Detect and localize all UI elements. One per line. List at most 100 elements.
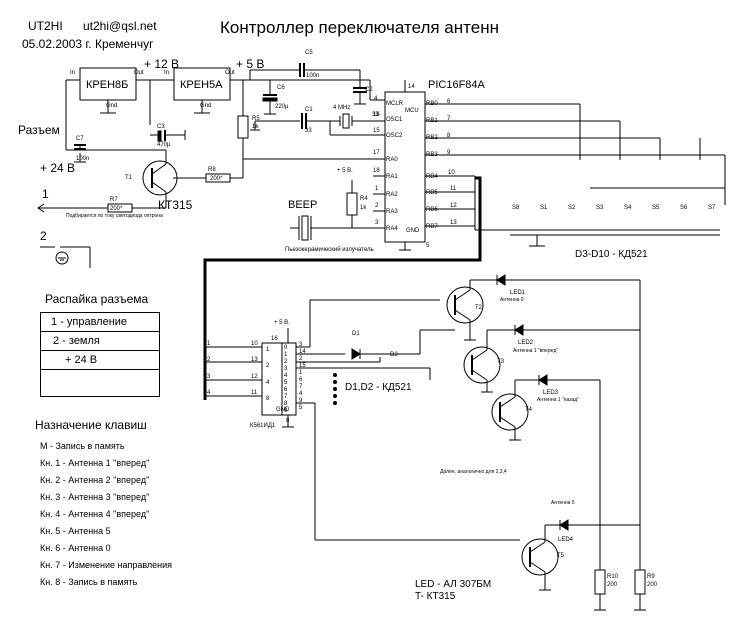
regulator-right-name: КРЕН5А <box>180 79 223 91</box>
connector-24v: + 24 В <box>40 161 76 175</box>
regulator-left-gnd: Gnd <box>106 103 118 109</box>
mcu-pin-name: RA2 <box>386 192 398 198</box>
decoder-input-bit: 2 <box>266 363 270 369</box>
c5-label: C5 <box>305 50 313 56</box>
mcu-pin-name: RA0 <box>386 157 398 163</box>
r8-value: 200* <box>210 176 223 182</box>
r8-label: R8 <box>208 167 216 173</box>
key-s4: S4 <box>624 205 632 211</box>
beep-description: Пьезокерамический излучатель <box>285 247 374 253</box>
decoder-pin8: 8 <box>286 418 290 424</box>
pinout-row-text: 1 - управление <box>51 316 128 328</box>
c5-value: 100n <box>306 73 320 79</box>
t4-label: T4 <box>525 407 533 413</box>
mcu-pin-num: 1 <box>375 186 379 192</box>
mcu-pin-name: RB7 <box>426 224 438 230</box>
r4-value: 1k <box>360 205 367 211</box>
c3-value: 470µ <box>157 142 171 148</box>
mcu-pin-num: 4 <box>374 96 378 102</box>
keymap-item: Кн. 6 - Антенна 0 <box>40 543 111 553</box>
decoder-input-line: 4 <box>207 390 211 396</box>
r7-label: R7 <box>110 197 118 203</box>
decoder-input-pin: 10 <box>251 341 258 347</box>
beep-supply: + 5 В. <box>337 168 353 174</box>
decoder-output-n: 5 <box>284 380 288 386</box>
mcu-pin-vdd: 14 <box>408 84 415 90</box>
mcu-pin-name: RB5 <box>426 190 438 196</box>
keymap-item: Кн. 5 - Антенна 5 <box>40 526 111 536</box>
decoder-output-n: 9 <box>284 408 288 414</box>
decoder-input-pin: 11 <box>251 390 258 396</box>
led1-antenna: Антенна 0 <box>500 297 524 303</box>
mcu-pin-name: RA4 <box>386 226 398 232</box>
c1-label: C1 <box>305 107 313 113</box>
keymap-item: Кн. 1 - Антенна 1 "вперед" <box>40 458 150 468</box>
decoder-output-n: 0 <box>284 345 288 351</box>
r9-label: R9 <box>647 574 655 580</box>
r4-label: R4 <box>360 196 368 202</box>
led2-antenna: Антенна 1 "вперед" <box>513 348 559 354</box>
r5-value: 1k <box>252 124 259 130</box>
decoder-input-pin: 13 <box>251 357 258 363</box>
decoder-output-pin: 4 <box>299 391 303 397</box>
d1-label: D1 <box>352 331 360 337</box>
decoder-input-bit: 8 <box>266 396 270 402</box>
pinout-title: Распайка разъема <box>45 292 149 306</box>
keymap-item: Кн. 7 - Изменение направления <box>40 560 173 570</box>
mcu-pin-vss: 5 <box>426 243 430 249</box>
r7-value: 200* <box>110 206 123 212</box>
pinout-row <box>40 369 160 397</box>
led2-label: LED2 <box>518 340 534 346</box>
keymap-item: Кн. 8 - Запись в память <box>40 577 138 587</box>
decoder-output-n: 2 <box>284 359 288 365</box>
mcu-name: PIC16F84A <box>428 79 485 91</box>
mcu-pin-num: 7 <box>447 116 451 122</box>
mcu-pin-name: MCLR <box>386 101 404 107</box>
r9-value: 200 <box>647 582 658 588</box>
decoder-output-pin: 15 <box>299 363 306 369</box>
key-s7: S7 <box>708 205 716 211</box>
keymap-item: Кн. 4 - Антенна 4 "вперед" <box>40 509 150 519</box>
decoder-output-pin: 5 <box>299 405 303 411</box>
led3-antenna: Антенна 1 "назад" <box>537 397 579 403</box>
mcu-pin-num: 15 <box>373 128 380 134</box>
mcu-pin-name: RB3 <box>426 152 438 158</box>
pinout-row: 1 - управление <box>40 312 160 331</box>
c2-label: C2 <box>365 87 373 93</box>
decoder-output-pin: 1 <box>299 370 303 376</box>
regulator-left-out: Out <box>134 70 144 76</box>
mcu-pin-num: 18 <box>373 168 380 174</box>
decoder-output-pin: 6 <box>299 377 303 383</box>
decoder-pin16: 16 <box>271 336 278 342</box>
author-email: ut2hi@qsl.net <box>83 19 157 33</box>
further-note: Далее, аналогично для 2,3,4 <box>440 469 507 475</box>
mcu-pin-name: OSC1 <box>386 117 403 123</box>
pinout-row: 2 - земля <box>40 331 160 350</box>
mcu-pin-num: 9 <box>447 150 451 156</box>
r10-label: R10 <box>607 574 619 580</box>
decoder-output-n: 7 <box>284 394 288 400</box>
key-s1: S1 <box>540 205 548 211</box>
mcu-pin-num: 8 <box>447 133 451 139</box>
decoder-gnd: GND <box>276 407 290 413</box>
mcu-pin-num: 3 <box>375 220 379 226</box>
c2-value: 33 <box>372 112 379 118</box>
mcu-pin-num: 6 <box>447 99 451 105</box>
decoder-output-n: 4 <box>284 373 288 379</box>
decoder-chip <box>261 342 283 416</box>
keymap-item: М - Запись в память <box>40 441 125 451</box>
key-s8: S8 <box>512 205 520 211</box>
mcu-pin-num: 12 <box>450 203 457 209</box>
c6-label: C6 <box>277 85 285 91</box>
rail-5v: + 5 В <box>236 57 265 71</box>
led4-label: LED4 <box>558 537 574 543</box>
keymap-item: Кн. 2 - Антенна 2 "вперед" <box>40 475 150 485</box>
led-type: LED - АЛ 307БМ <box>415 579 492 590</box>
t2-label: T2 <box>475 305 483 311</box>
regulator-right-gnd: Gnd <box>200 103 212 109</box>
regulator-right-in: In <box>164 70 170 76</box>
mcu-core: MCU <box>405 108 419 114</box>
keymap-item: Кн. 3 - Антенна 3 "вперед" <box>40 492 150 502</box>
connector-pin2: 2 <box>40 229 47 243</box>
mcu-pin-num: 17 <box>373 150 380 156</box>
